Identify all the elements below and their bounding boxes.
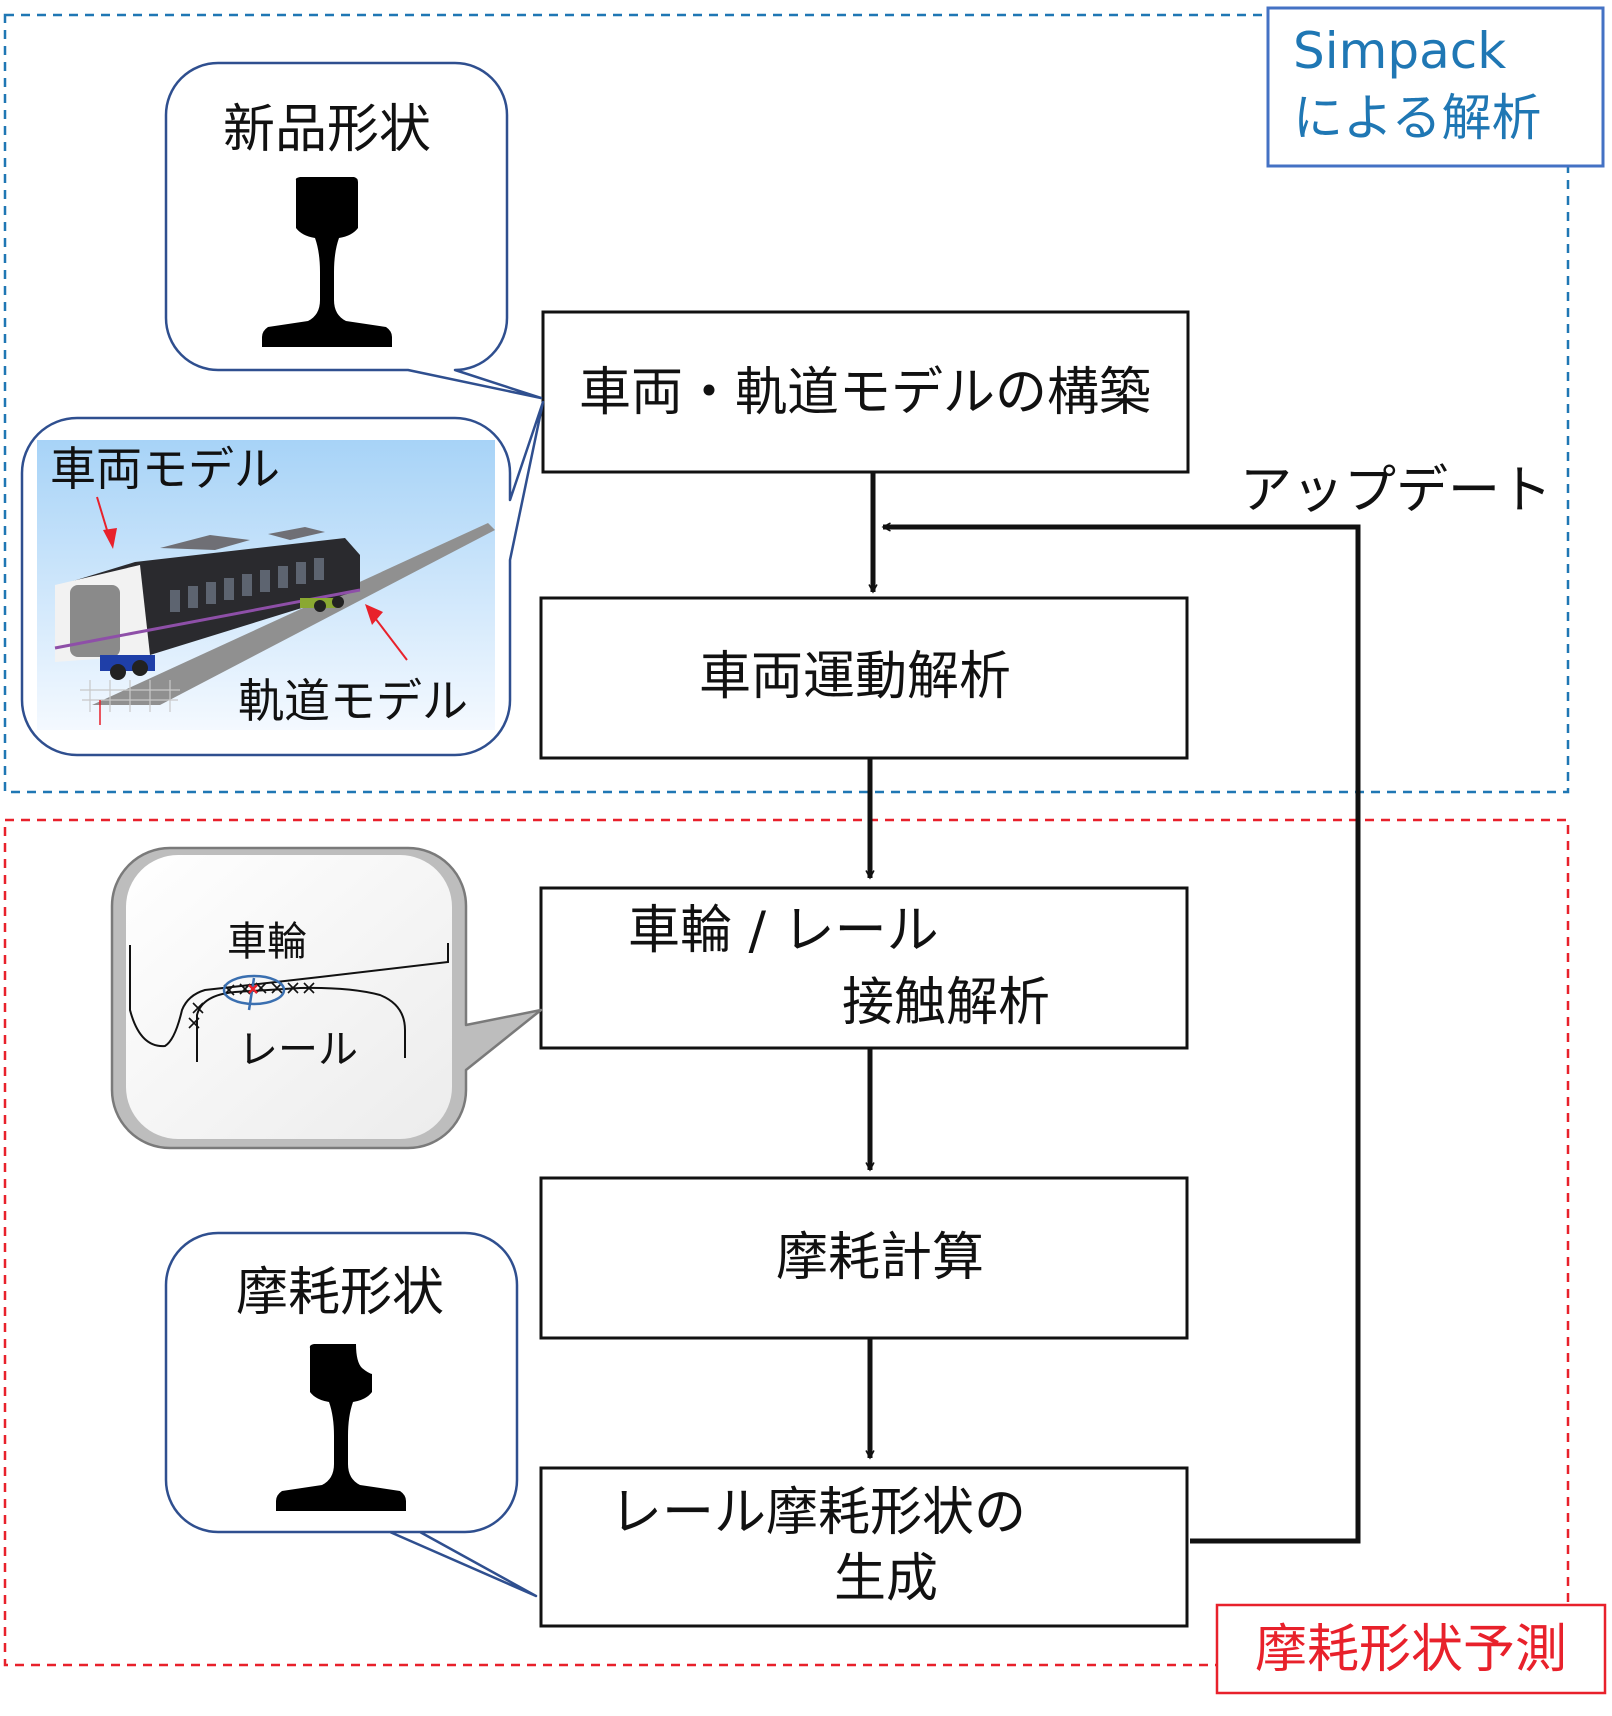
contact-normal-line bbox=[247, 977, 256, 1011]
track-pointer-arrow bbox=[371, 613, 408, 661]
prediction-label-text: 摩耗形状予測 bbox=[1255, 1620, 1567, 1680]
wheel-profile-line bbox=[129, 943, 449, 1048]
callout-wheel-rail-contact: 車輪 レール bbox=[110, 846, 543, 1150]
step-generate-line1: レール摩耗形状の bbox=[610, 1483, 1026, 1543]
contact-point-marker bbox=[248, 984, 258, 994]
track-model-shape bbox=[92, 523, 495, 705]
step-contact-line2: 接触解析 bbox=[842, 973, 1050, 1033]
new-rail-profile-icon bbox=[262, 177, 392, 347]
contact-point-markers bbox=[188, 982, 315, 1029]
step-wear-calc-text: 摩耗計算 bbox=[776, 1228, 984, 1288]
rail-profile-line bbox=[196, 986, 406, 1062]
worn-profile-label: 摩耗形状 bbox=[236, 1263, 444, 1323]
simpack-label-line1: Simpack bbox=[1293, 22, 1506, 80]
update-loop-arrow bbox=[883, 527, 1361, 1544]
track-model-label: 軌道モデル bbox=[238, 674, 468, 728]
vehicle-model-label: 車両モデル bbox=[50, 442, 280, 496]
step-vehicle-dynamics: 車両運動解析 bbox=[539, 596, 1189, 760]
step-build-model-text: 車両・軌道モデルの構築 bbox=[579, 363, 1151, 423]
wheel-label: 車輪 bbox=[227, 919, 307, 965]
prediction-region-label: 摩耗形状予測 bbox=[1215, 1603, 1607, 1695]
rail-label: レール bbox=[238, 1027, 358, 1073]
vehicle-pointer-arrowhead bbox=[103, 528, 117, 549]
step-vehicle-dynamics-text: 車両運動解析 bbox=[699, 647, 1011, 707]
simpack-region-label: Simpack による解析 bbox=[1266, 6, 1605, 168]
prediction-region-frame bbox=[3, 818, 1570, 1667]
simpack-label-line2: による解析 bbox=[1293, 89, 1542, 147]
step-contact-analysis: 車輪 / レール 接触解析 bbox=[539, 886, 1189, 1050]
track-pointer-arrowhead bbox=[365, 604, 383, 625]
vehicle-model-shape bbox=[54, 527, 361, 680]
update-label: アップデート bbox=[1240, 461, 1552, 521]
step-generate-profile: レール摩耗形状の 生成 bbox=[539, 1466, 1189, 1628]
worn-rail-profile-icon bbox=[276, 1344, 406, 1511]
contact-highlight-ellipse bbox=[222, 974, 286, 1006]
new-profile-label: 新品形状 bbox=[223, 100, 431, 160]
callout-new-profile: 新品形状 bbox=[164, 61, 543, 400]
simpack-region-frame bbox=[3, 13, 1570, 794]
step-build-model: 車両・軌道モデルの構築 bbox=[541, 310, 1190, 474]
callout-vehicle-model: 車両モデル 軌道モデル bbox=[20, 400, 545, 757]
step-wear-calc: 摩耗計算 bbox=[539, 1176, 1189, 1340]
step-contact-line1: 車輪 / レール bbox=[628, 901, 939, 961]
callout-worn-profile: 摩耗形状 bbox=[164, 1231, 538, 1598]
step-generate-line2: 生成 bbox=[834, 1549, 938, 1609]
